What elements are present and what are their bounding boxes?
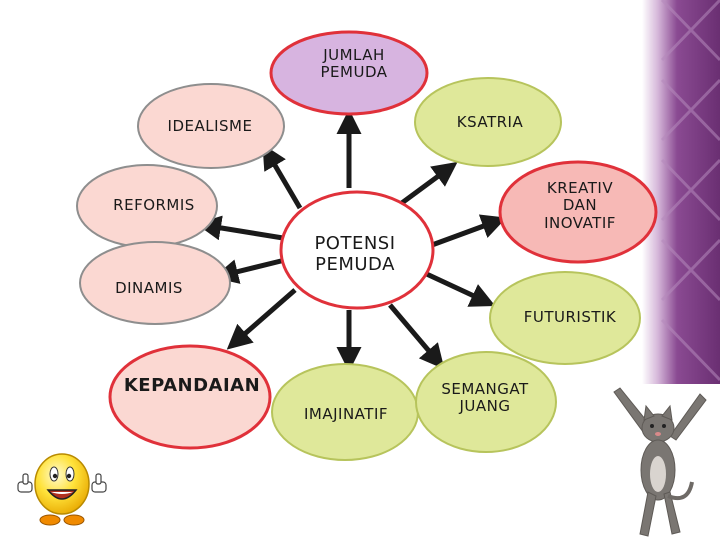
label-semangat-juang: SEMANGAT JUANG [441, 380, 529, 416]
arrow-to-futuristik [416, 267, 496, 307]
arrow-to-idealisme [262, 143, 303, 210]
label-idealisme: IDEALISME [167, 117, 253, 135]
node-semangat-juang [415, 351, 557, 453]
label-dinamis: DINAMIS [115, 279, 183, 297]
label-kepandaian: KEPANDAIAN [123, 375, 261, 396]
label-jumlah-pemuda: JUMLAH PEMUDA [320, 46, 388, 82]
label-ksatria: KSATRIA [456, 113, 524, 131]
node-potensi-pemuda [279, 190, 435, 310]
node-futuristik [489, 271, 641, 365]
label-kreativ-dan-inovatif: KREATIV DAN INOVATIF [544, 179, 616, 232]
arrow-to-kepandaian [226, 288, 297, 350]
node-ksatria [414, 77, 562, 167]
node-jumlah-pemuda [269, 30, 429, 116]
arrow-to-ksatria [393, 161, 458, 211]
node-kepandaian [108, 344, 272, 450]
node-idealisme [137, 83, 285, 169]
arrow-to-reformis [196, 215, 284, 241]
label-potensi-pemuda: POTENSI PEMUDA [314, 233, 396, 275]
connector-arrows [196, 108, 507, 373]
node-dinamis [79, 241, 231, 325]
label-reformis: REFORMIS [113, 196, 195, 214]
dancing-cat-image [596, 384, 720, 540]
node-kreativ-dan-inovatif [498, 160, 658, 264]
smiley-thumbs-up-icon [14, 448, 110, 530]
arrow-to-dinamis [213, 257, 286, 284]
arrow-to-kreativ [431, 214, 507, 248]
label-imajinatif: IMAJINATIF [303, 405, 388, 423]
arrow-to-semangat-juang [388, 303, 445, 370]
label-futuristik: FUTURISTIK [523, 308, 617, 326]
